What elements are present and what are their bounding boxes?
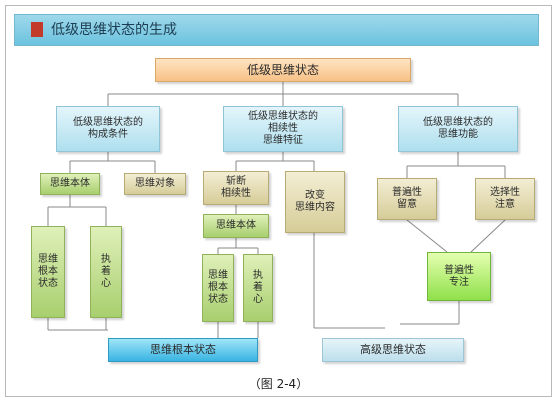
node-thinking-body-middle: 思维本体 (203, 214, 269, 238)
slide-title: 低级思维状态的生成 (51, 22, 177, 38)
node-advanced-thinking-state: 高级思维状态 (322, 338, 464, 362)
node-root-state-middle: 思维 根本 状态 (202, 254, 234, 322)
node-universal-attention: 普遍性 留意 (377, 178, 437, 220)
node-attachment-middle: 执 着 心 (243, 254, 273, 322)
node-composition-conditions: 低级思维状态的 构成条件 (56, 106, 160, 152)
node-thinking-object: 思维对象 (124, 173, 186, 195)
node-selective-attention: 选择性 注意 (475, 178, 535, 220)
header-bullet-icon (31, 22, 43, 37)
node-break-continuity: 斩断 相续性 (203, 171, 269, 205)
node-thinking-functions: 低级思维状态的 思维功能 (398, 106, 518, 152)
root-node-low-thinking-state: 低级思维状态 (155, 58, 411, 82)
node-change-content: 改变 思维内容 (285, 171, 345, 233)
node-universal-focus: 普遍性 专注 (427, 252, 491, 301)
node-root-thinking-state: 思维根本状态 (108, 338, 258, 362)
node-attachment-left: 执 着 心 (90, 226, 122, 318)
slide-header: 低级思维状态的生成 (14, 14, 539, 46)
figure-caption: （图 2-4） (248, 377, 309, 391)
node-continuity-features: 低级思维状态的 相续性 思维特征 (223, 106, 343, 152)
node-root-state-left: 思维 根本 状态 (31, 226, 65, 318)
node-thinking-body-left: 思维本体 (40, 173, 100, 195)
